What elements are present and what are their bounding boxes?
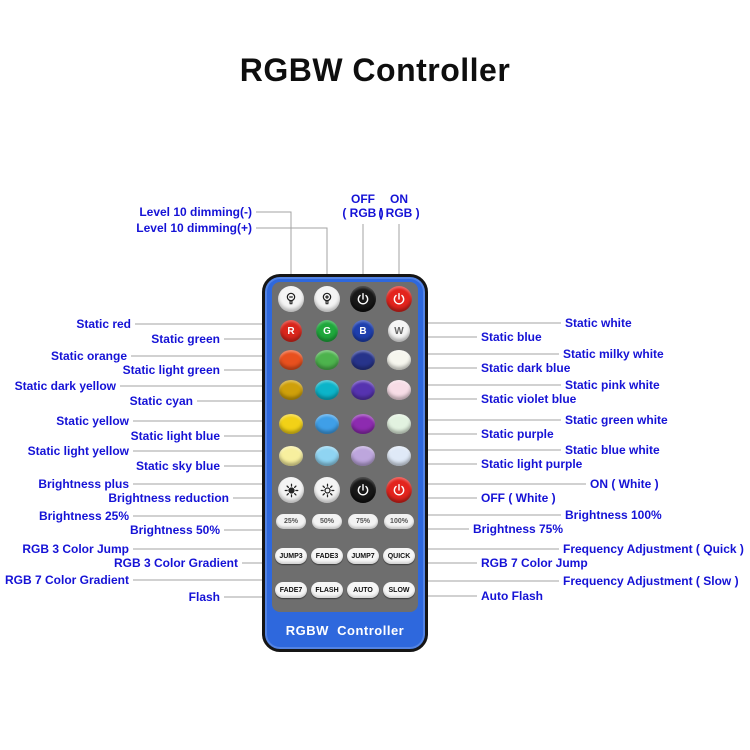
mode-flash-button[interactable]: FLASH [311, 582, 343, 598]
off-white-button[interactable] [350, 477, 376, 503]
callout-level10-dimming-plus: Level 10 dimming(+) [136, 221, 252, 235]
callout-frequency-slow: Frequency Adjustment ( Slow ) [563, 574, 739, 588]
callout-static-orange: Static orange [50, 349, 127, 363]
dim-plus-button[interactable] [314, 286, 340, 312]
callout-static-milky-white: Static milky white [563, 347, 664, 361]
callout-static-dark-blue: Static dark blue [481, 361, 571, 375]
callout-static-white: Static white [565, 316, 632, 330]
static-green-white-button[interactable] [387, 414, 411, 434]
sun-plus-icon [284, 483, 298, 497]
power-icon [393, 484, 405, 496]
callout-level10-dimming-minus: Level 10 dimming(-) [139, 205, 252, 219]
callout-brightness-reduction: Brightness reduction [108, 491, 229, 505]
callout-on-rgb-line1: ON [390, 192, 408, 206]
static-white-button[interactable]: W [388, 320, 410, 342]
bulb-plus-icon [322, 292, 332, 305]
remote-body: R G B W [262, 274, 428, 652]
mode-auto-button[interactable]: AUTO [347, 582, 379, 598]
callout-on-white: ON ( White ) [590, 477, 659, 491]
callout-brightness-25: Brightness 25% [38, 509, 129, 523]
callout-static-light-purple: Static light purple [481, 457, 583, 471]
callout-static-red: Static red [76, 317, 131, 331]
mode-jump7-button[interactable]: JUMP7 [347, 548, 379, 564]
page-title: RGBW Controller [239, 52, 511, 88]
callout-static-light-blue: Static light blue [130, 429, 220, 443]
off-rgb-button[interactable] [350, 286, 376, 312]
callout-auto-flash: Auto Flash [481, 589, 543, 603]
callout-off-rgb-line2: ( RGB ) [342, 206, 384, 220]
static-green-button[interactable]: G [316, 320, 338, 342]
power-icon [357, 293, 369, 305]
static-yellow-button[interactable] [279, 414, 303, 434]
callout-flash: Flash [188, 590, 220, 604]
callout-static-sky-blue: Static sky blue [135, 459, 220, 473]
callout-brightness-100: Brightness 100% [565, 508, 662, 522]
static-cyan-button[interactable] [315, 380, 339, 400]
mode-quick-button[interactable]: QUICK [383, 548, 415, 564]
brightness-reduction-button[interactable] [314, 477, 340, 503]
callout-off-rgb: OFF ( RGB ) [338, 192, 388, 220]
callout-off-rgb-line1: OFF [351, 192, 375, 206]
percent-50-button[interactable]: 50% [312, 514, 342, 529]
static-dark-yellow-button[interactable] [279, 380, 303, 400]
mode-fade7-button[interactable]: FADE7 [275, 582, 307, 598]
callout-brightness-75: Brightness 75% [473, 522, 564, 536]
callout-brightness-plus: Brightness plus [38, 477, 129, 491]
callout-on-rgb: ON ( RGB ) [376, 192, 422, 220]
sun-minus-icon [320, 483, 334, 497]
static-orange-button[interactable] [279, 350, 303, 370]
static-blue-white-button[interactable] [387, 446, 411, 466]
remote-brand-text: RGBW Controller [285, 623, 405, 638]
callout-static-green-white: Static green white [565, 413, 668, 427]
button-panel: R G B W [272, 282, 418, 612]
static-light-blue-button[interactable] [315, 414, 339, 434]
static-dark-blue-button[interactable] [351, 350, 375, 370]
callout-static-blue-white: Static blue white [565, 443, 660, 457]
callout-static-blue: Static blue [481, 330, 542, 344]
mode-jump3-button[interactable]: JUMP3 [275, 548, 307, 564]
callout-static-dark-yellow: Static dark yellow [14, 379, 116, 393]
static-red-button[interactable]: R [280, 320, 302, 342]
callout-rgb7-color-jump: RGB 7 Color Jump [481, 556, 588, 570]
static-purple-button[interactable] [351, 414, 375, 434]
static-milky-white-button[interactable] [387, 350, 411, 370]
callout-static-cyan: Static cyan [129, 394, 193, 408]
static-light-purple-button[interactable] [351, 446, 375, 466]
bulb-minus-icon [286, 292, 296, 305]
callout-rgb3-color-jump: RGB 3 Color Jump [22, 542, 129, 556]
callout-off-white: OFF ( White ) [481, 491, 556, 505]
static-sky-blue-button[interactable] [315, 446, 339, 466]
brightness-plus-button[interactable] [278, 477, 304, 503]
callout-static-light-yellow: Static light yellow [27, 444, 129, 458]
callout-static-pink-white: Static pink white [565, 378, 660, 392]
callout-static-violet-blue: Static violet blue [481, 392, 577, 406]
callout-static-green: Static green [151, 332, 220, 346]
static-violet-blue-button[interactable] [351, 380, 375, 400]
percent-100-button[interactable]: 100% [384, 514, 414, 529]
percent-75-button[interactable]: 75% [348, 514, 378, 529]
callout-static-purple: Static purple [481, 427, 554, 441]
callout-brightness-50: Brightness 50% [129, 523, 220, 537]
mode-fade3-button[interactable]: FADE3 [311, 548, 343, 564]
callout-rgb3-color-gradient: RGB 3 Color Gradient [113, 556, 238, 570]
on-rgb-button[interactable] [386, 286, 412, 312]
dim-minus-button[interactable] [278, 286, 304, 312]
callout-frequency-quick: Frequency Adjustment ( Quick ) [563, 542, 744, 556]
callout-static-light-green: Static light green [122, 363, 220, 377]
static-pink-white-button[interactable] [387, 380, 411, 400]
mode-slow-button[interactable]: SLOW [383, 582, 415, 598]
callout-on-rgb-line2: ( RGB ) [378, 206, 420, 220]
power-icon [393, 293, 405, 305]
callout-rgb7-color-gradient: RGB 7 Color Gradient [4, 573, 129, 587]
static-light-green-button[interactable] [315, 350, 339, 370]
callout-static-yellow: Static yellow [56, 414, 129, 428]
static-blue-button[interactable]: B [352, 320, 374, 342]
static-light-yellow-button[interactable] [279, 446, 303, 466]
power-icon [357, 484, 369, 496]
percent-25-button[interactable]: 25% [276, 514, 306, 529]
on-white-button[interactable] [386, 477, 412, 503]
